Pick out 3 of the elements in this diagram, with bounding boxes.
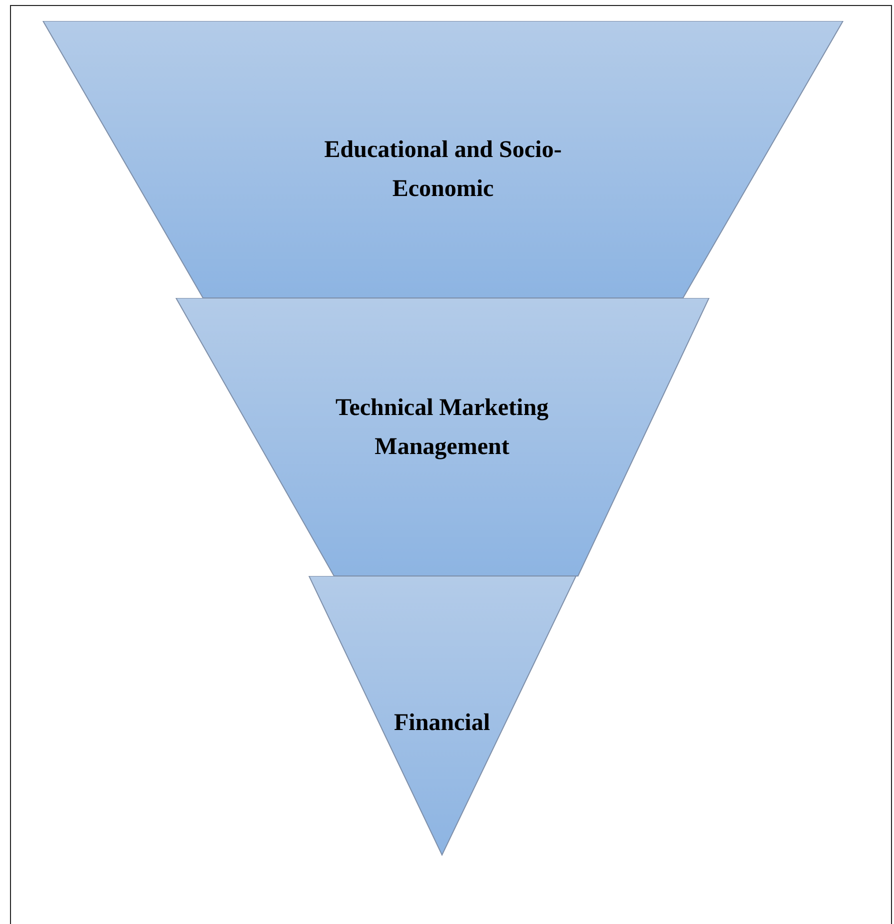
segment-label: Financial [392,709,491,738]
segment-label: Educational and Socio-Economic [323,136,563,204]
segment-label: Technical Marketing Management [334,394,550,462]
